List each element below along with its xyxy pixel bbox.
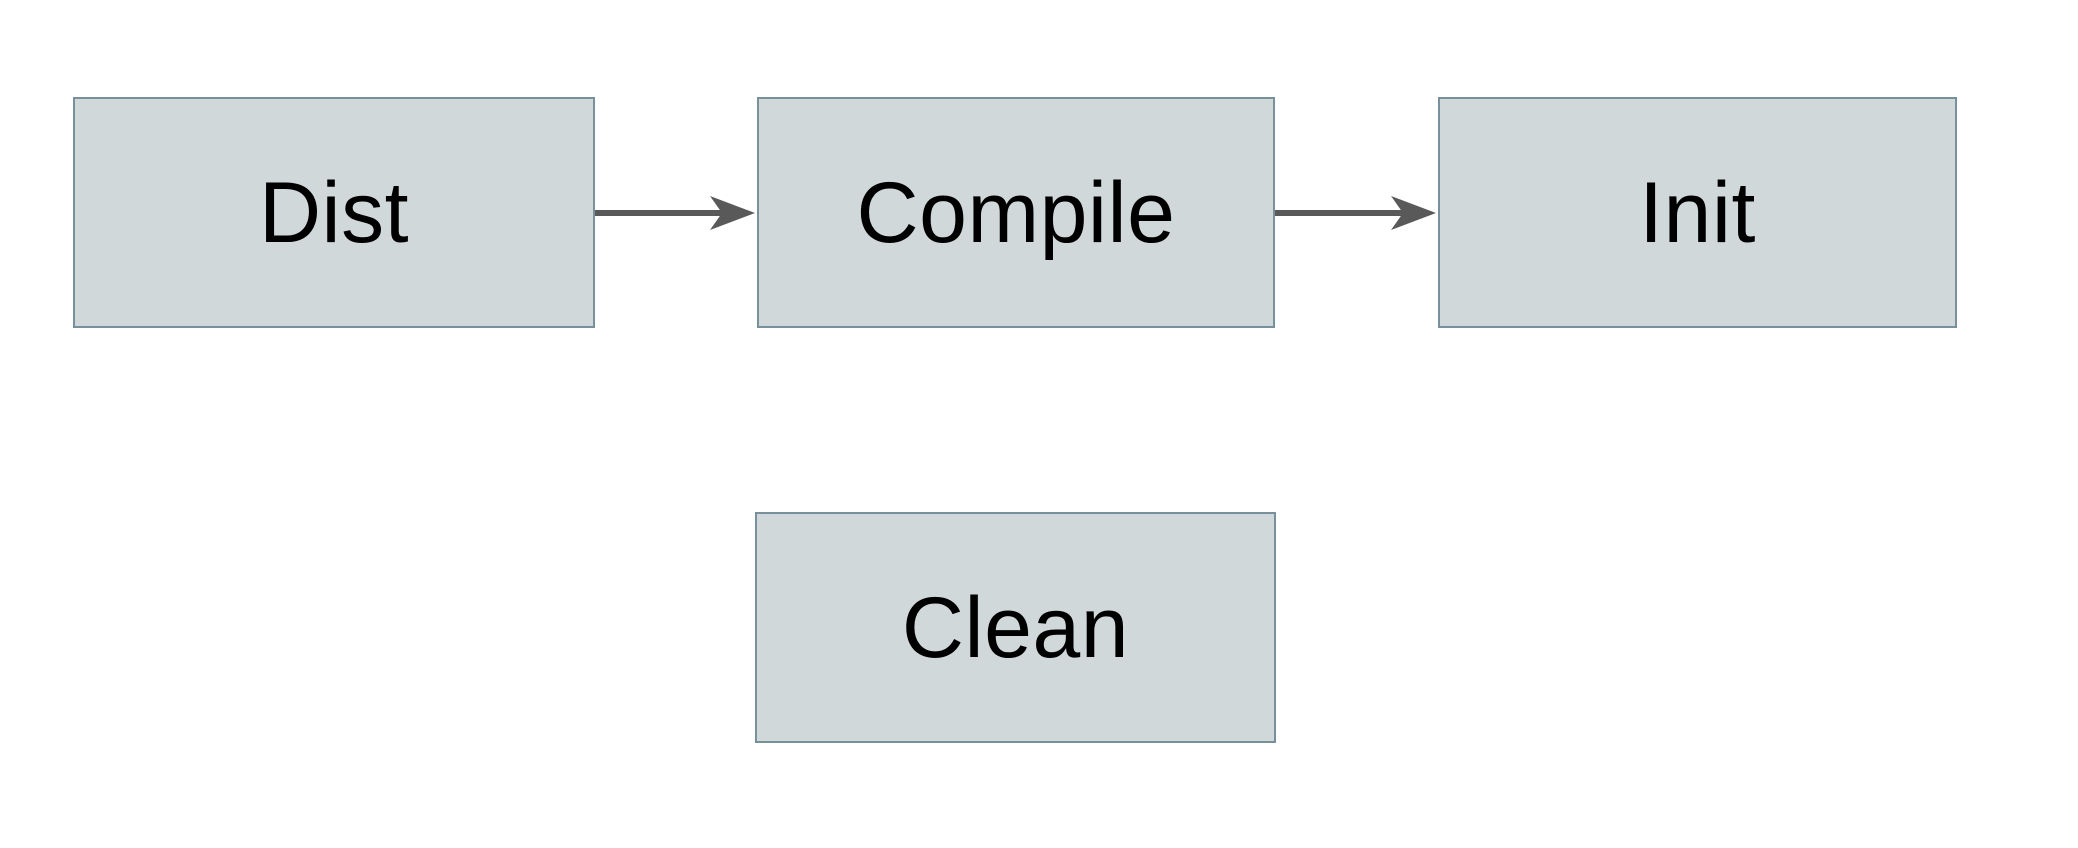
node-label-dist: Dist (258, 164, 410, 261)
connector-arrow-dist-to-compile[interactable] (595, 192, 757, 234)
arrow-right-icon (1391, 196, 1436, 230)
node-label-clean: Clean (901, 579, 1130, 676)
node-label-init: Init (1639, 164, 1756, 261)
arrow-right-icon (710, 196, 755, 230)
flow-node-compile[interactable]: Compile (757, 97, 1275, 328)
flow-node-clean[interactable]: Clean (755, 512, 1276, 743)
connector-arrow-compile-to-init[interactable] (1275, 192, 1438, 234)
node-label-compile: Compile (856, 164, 1176, 261)
flow-node-init[interactable]: Init (1438, 97, 1957, 328)
flow-node-dist[interactable]: Dist (73, 97, 595, 328)
